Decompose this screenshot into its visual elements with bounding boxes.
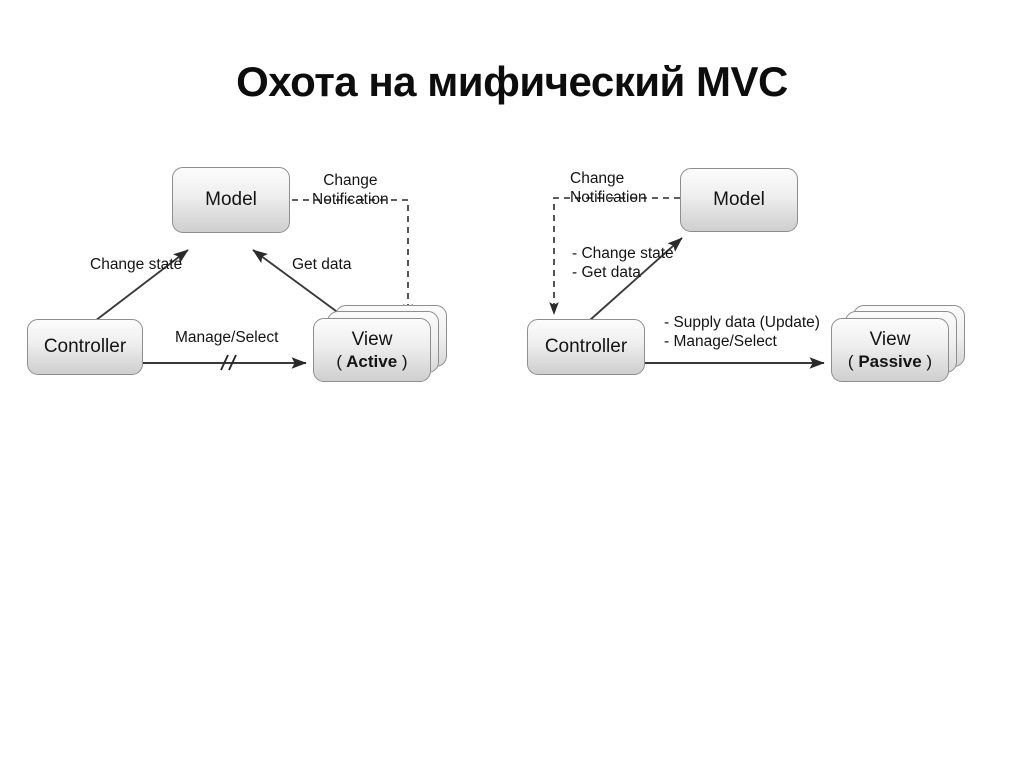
node-view[interactable]: View ( Passive ) <box>831 318 949 382</box>
node-view-sublabel: ( Passive ) <box>848 352 932 371</box>
node-model[interactable]: Model <box>680 168 798 232</box>
node-view-sublabel: ( Active ) <box>336 352 407 371</box>
label-controller-to-model: - Change state - Get data <box>572 245 674 282</box>
label-change-state: Change state <box>90 256 183 273</box>
label-change-notification-line2: Notification <box>312 190 389 208</box>
edge-change-notification <box>549 197 680 315</box>
node-view-paren-close: ) <box>926 351 933 371</box>
label-change-notification: Change Notification <box>570 170 647 207</box>
node-controller-label: Controller <box>544 336 628 358</box>
label-change-notification-line1: Change <box>323 172 378 189</box>
label-change-notification-line2: Notification <box>570 188 647 206</box>
node-view[interactable]: View ( Active ) <box>313 318 431 382</box>
node-model-label: Model <box>205 189 257 211</box>
label-change-notification: Change Notification <box>312 172 389 209</box>
node-view-paren-open: ( <box>336 351 343 371</box>
node-view-label: View <box>351 329 393 351</box>
label-controller-to-model-line1: - Change state <box>572 245 674 262</box>
diagram-passive-mvc: Model Controller View ( Passive ) Change… <box>512 150 1024 400</box>
node-view-sublabel-text: Passive <box>858 351 922 371</box>
label-change-notification-line1: Change <box>570 170 625 187</box>
label-controller-to-view-line2: - Manage/Select <box>664 332 777 350</box>
node-model-label: Model <box>713 189 765 211</box>
edge-change-notification <box>292 199 413 317</box>
edge-controller-to-model <box>589 237 683 321</box>
node-view-sublabel-text: Active <box>346 351 398 371</box>
label-manage-select: Manage/Select <box>175 329 279 346</box>
page-title: Охота на мифический MVC <box>236 58 788 105</box>
label-controller-to-model-line2: - Get data <box>572 263 641 281</box>
node-controller[interactable]: Controller <box>527 319 645 375</box>
label-get-data: Get data <box>292 256 352 273</box>
diagram-passive-edges <box>549 197 825 369</box>
node-controller[interactable]: Controller <box>27 319 143 375</box>
diagram-active-mvc: Model Controller View ( Active ) Change … <box>0 150 512 400</box>
edge-break-mark <box>220 354 237 371</box>
label-controller-to-view: - Supply data (Update) - Manage/Select <box>664 314 820 351</box>
node-model[interactable]: Model <box>172 167 290 233</box>
label-controller-to-view-line1: - Supply data (Update) <box>664 314 820 331</box>
node-controller-label: Controller <box>43 336 127 358</box>
node-view-paren-open: ( <box>847 351 854 371</box>
node-view-label: View <box>869 329 911 351</box>
node-view-paren-close: ) <box>401 351 408 371</box>
